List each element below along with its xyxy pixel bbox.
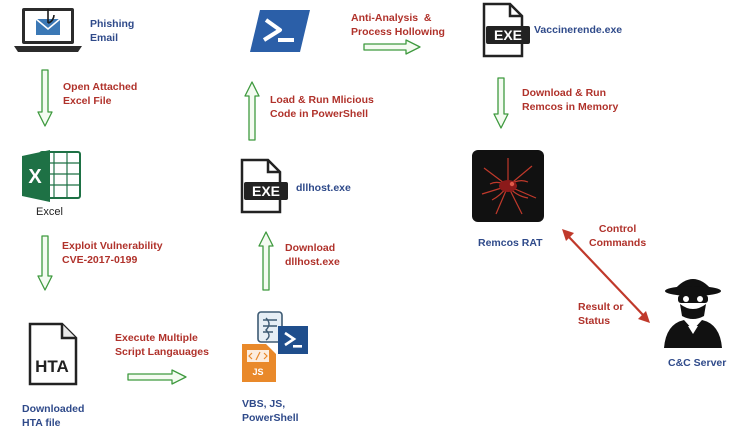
- label-excel: Excel: [36, 206, 63, 218]
- arrow-load-run: [244, 81, 260, 141]
- js-text: JS: [252, 367, 263, 377]
- vaccinerende-exe-text: EXE: [494, 27, 522, 43]
- arrow-download-remcos: [493, 77, 509, 129]
- powershell-icon: [248, 8, 312, 54]
- label-dllhost: dllhost.exe: [296, 182, 351, 194]
- label-control-commands: Control Commands: [589, 223, 647, 249]
- arrow-exploit: [37, 235, 53, 291]
- label-load-run: Load & Run Mlicious Code in PowerShell: [270, 94, 374, 120]
- dllhost-exe-text: EXE: [252, 183, 280, 199]
- label-download-remcos: Download & Run Remcos in Memory: [522, 87, 619, 113]
- label-exploit: Exploit Vulnerability CVE-2017-0199: [62, 240, 163, 266]
- label-vbs-js-powershell: VBS, JS, PowerShell: [242, 398, 299, 424]
- label-phishing-email: Phishing Email: [90, 18, 135, 44]
- arrow-anti-analysis: [363, 39, 421, 55]
- arrow-c2-communication: [562, 229, 650, 323]
- remcos-rat-icon: [472, 150, 544, 222]
- label-download-dllhost: Download dllhost.exe: [285, 242, 340, 268]
- cnc-hacker-icon: [658, 268, 728, 350]
- arrow-open-excel: [37, 69, 53, 127]
- label-execute-scripts: Execute Multiple Script Langauages: [115, 332, 209, 358]
- arrow-execute-scripts: [127, 369, 187, 385]
- vaccinerende-exe-icon: EXE: [478, 2, 534, 58]
- dllhost-exe-icon: EXE: [236, 158, 292, 214]
- excel-x-letter: X: [28, 166, 42, 188]
- label-anti-analysis: Anti-Analysis & Process Hollowing: [351, 12, 445, 38]
- label-downloaded-hta: Downloaded HTA file: [22, 403, 85, 429]
- hta-file-icon: HTA: [24, 322, 80, 386]
- label-cnc-server: C&C Server: [668, 357, 727, 369]
- label-result-status: Result or Status: [578, 301, 624, 327]
- laptop-email-icon: [12, 4, 84, 56]
- script-files-icon: JS: [238, 308, 312, 384]
- label-open-excel: Open Attached Excel File: [63, 81, 138, 107]
- label-vaccinerende: Vaccinerende.exe: [534, 24, 623, 36]
- excel-icon: X: [20, 148, 84, 204]
- arrow-download-dllhost: [258, 231, 274, 291]
- label-remcos-rat: Remcos RAT: [478, 237, 543, 249]
- hta-text: HTA: [35, 357, 69, 376]
